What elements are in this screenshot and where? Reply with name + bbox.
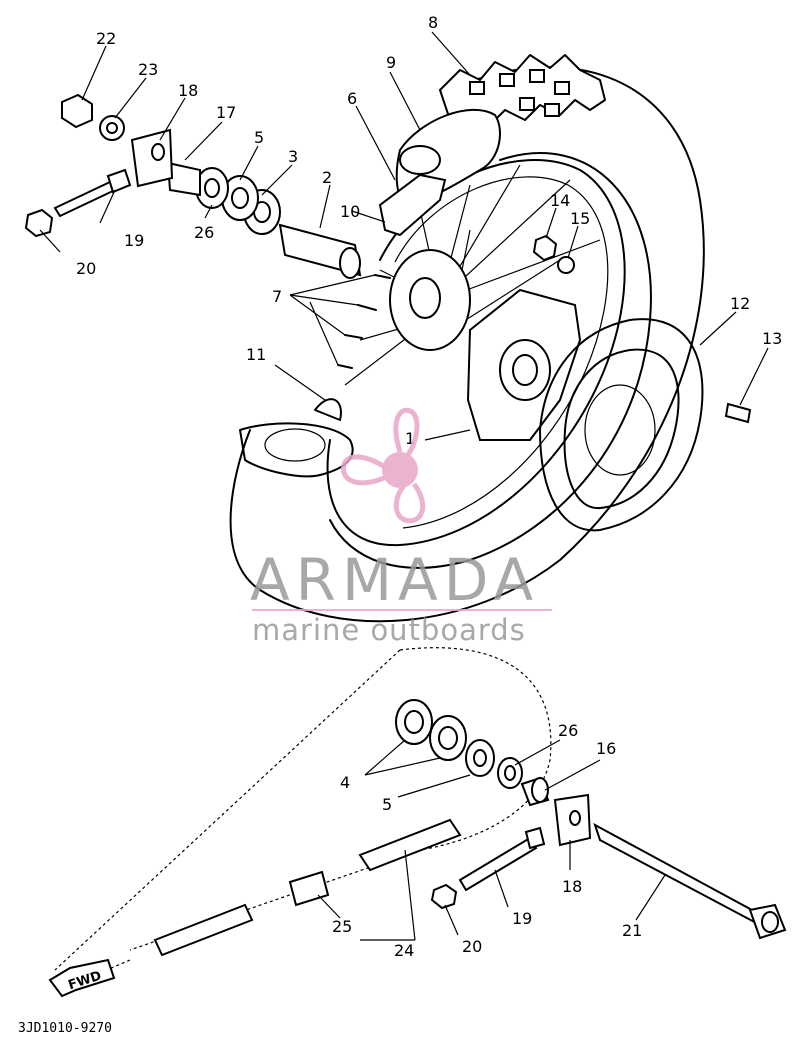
label-part-1: 1 — [405, 429, 415, 448]
rim — [326, 159, 626, 547]
watermark-brand: ARMADA — [250, 546, 539, 614]
label-part-16: 16 — [596, 739, 616, 758]
label-part-8: 8 — [428, 13, 438, 32]
label-part-3: 3 — [288, 147, 298, 166]
drawing-code: 3JD1010-9270 — [18, 1021, 112, 1036]
label-part-5b: 5 — [382, 795, 392, 814]
rear-sprocket — [539, 318, 704, 532]
label-part-22: 22 — [96, 29, 116, 48]
rim-inner — [394, 176, 609, 529]
tire-tread — [439, 54, 606, 126]
label-part-10: 10 — [340, 202, 360, 221]
drive-chain-assembly — [48, 647, 787, 998]
leader-lines — [39, 31, 769, 941]
bearings — [395, 699, 467, 761]
label-part-21: 21 — [622, 921, 642, 940]
label-part-26: 26 — [194, 223, 214, 242]
label-part-12: 12 — [730, 294, 750, 313]
watermark: ARMADA marine outboards — [250, 407, 552, 647]
fwd-marker — [48, 958, 116, 998]
label-part-19: 19 — [124, 231, 144, 250]
label-part-15: 15 — [570, 209, 590, 228]
rear-wheel-assembly — [24, 54, 752, 623]
part-number-labels: 22 23 18 17 5 3 2 6 9 8 10 14 15 12 13 7… — [76, 13, 782, 960]
label-part-11: 11 — [246, 345, 266, 364]
label-part-20b: 20 — [462, 937, 482, 956]
label-part-24: 24 — [394, 941, 414, 960]
spoke-bolts — [337, 274, 391, 369]
label-part-13: 13 — [762, 329, 782, 348]
label-part-18: 18 — [178, 81, 198, 100]
chain-segments — [153, 818, 462, 957]
label-part-25: 25 — [332, 917, 352, 936]
label-part-17: 17 — [216, 103, 236, 122]
label-part-26b: 26 — [558, 721, 578, 740]
label-part-20: 20 — [76, 259, 96, 278]
label-part-23: 23 — [138, 60, 158, 79]
tire-outline — [229, 66, 705, 623]
label-part-4: 4 — [340, 773, 350, 792]
label-part-9: 9 — [386, 53, 396, 72]
label-part-7: 7 — [272, 287, 282, 306]
label-part-18b: 18 — [562, 877, 582, 896]
brake-disc — [239, 422, 354, 478]
watermark-tagline: marine outboards — [252, 613, 526, 647]
armada-logo-icon — [341, 407, 426, 524]
axle-components — [24, 93, 362, 279]
label-part-6: 6 — [347, 89, 357, 108]
label-part-5: 5 — [254, 128, 264, 147]
tire-inner-lip — [329, 152, 652, 569]
label-part-19b: 19 — [512, 909, 532, 928]
label-part-2: 2 — [322, 168, 332, 187]
label-part-14: 14 — [550, 191, 570, 210]
